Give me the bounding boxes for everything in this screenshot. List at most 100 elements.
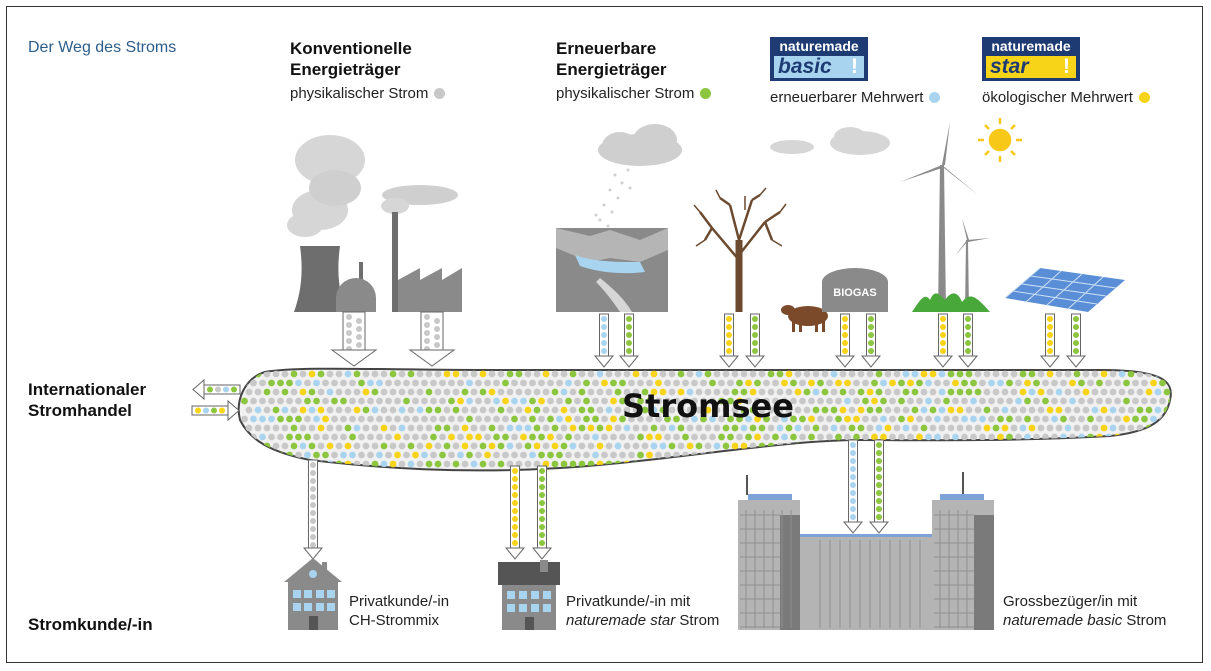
lake-dot xyxy=(371,442,379,450)
lake-dot xyxy=(857,406,865,414)
lake-dot xyxy=(479,460,487,468)
lake-dot xyxy=(1082,460,1090,468)
lake-dot xyxy=(416,460,424,468)
lake-dot xyxy=(493,379,500,387)
arrow-dot xyxy=(868,324,874,330)
lake-dot xyxy=(821,442,829,450)
lake-dot xyxy=(605,406,613,414)
lake-dot xyxy=(628,451,635,459)
lake-dot xyxy=(758,370,766,378)
lake-dot xyxy=(1150,379,1157,387)
lake-dot xyxy=(461,424,469,432)
lake-dot xyxy=(1033,451,1040,459)
lake-dot xyxy=(245,460,253,468)
lake-dot xyxy=(461,388,469,396)
lake-dot xyxy=(812,388,820,396)
arrow-dot xyxy=(940,348,946,354)
lake-dot xyxy=(614,388,622,396)
lake-dot xyxy=(790,451,797,459)
lake-dot xyxy=(736,433,743,441)
lake-dot xyxy=(961,433,968,441)
lake-dot xyxy=(380,460,388,468)
arrow-dot xyxy=(195,407,201,414)
lake-dot xyxy=(632,442,640,450)
lake-dot xyxy=(322,451,329,459)
lake-dot xyxy=(470,388,478,396)
lake-dot xyxy=(1087,397,1094,405)
lake-dot xyxy=(493,397,500,405)
badge-top-text: naturemade xyxy=(991,38,1071,54)
lake-dot xyxy=(952,451,959,459)
lake-dot xyxy=(907,379,914,387)
lake-dot xyxy=(713,424,721,432)
lake-dot xyxy=(830,388,838,396)
lake-dot xyxy=(1109,460,1117,468)
lake-dot xyxy=(529,415,536,423)
lake-dot xyxy=(475,433,482,441)
lake-dot xyxy=(1028,460,1036,468)
lake-dot xyxy=(1060,451,1067,459)
arrow-dot xyxy=(626,324,632,330)
arrow-dot xyxy=(539,484,545,490)
lake-dot xyxy=(466,397,473,405)
lake-dot xyxy=(758,424,766,432)
lake-dot xyxy=(754,397,761,405)
lake-dot xyxy=(641,442,649,450)
lake-dot xyxy=(1087,415,1094,423)
heading-line-1: Erneuerbare xyxy=(556,39,657,58)
lake-dot xyxy=(736,451,743,459)
lake-dot xyxy=(596,370,604,378)
lake-dot xyxy=(1118,370,1126,378)
lake-dot xyxy=(430,379,437,387)
lake-dot xyxy=(1150,397,1157,405)
lake-dot xyxy=(916,433,923,441)
arrow-dot xyxy=(1047,332,1053,338)
lake-dot xyxy=(466,433,473,441)
arrow-head xyxy=(504,547,526,560)
heading-line-1: Konventionelle xyxy=(290,39,412,58)
lake-dot xyxy=(407,370,415,378)
lake-dot xyxy=(677,424,685,432)
lake-dot xyxy=(1123,415,1130,423)
lake-dot xyxy=(479,424,487,432)
lake-dot xyxy=(362,406,370,414)
lake-dot xyxy=(1154,388,1162,396)
lake-dot xyxy=(1082,424,1090,432)
lake-dot xyxy=(830,424,838,432)
lake-dot xyxy=(713,460,721,468)
lake-dot xyxy=(1015,415,1022,423)
lake-dot xyxy=(965,424,973,432)
arrow-dot xyxy=(231,386,237,393)
lake-dot xyxy=(511,415,518,423)
lake-dot xyxy=(772,415,779,423)
lake-dot xyxy=(488,406,496,414)
arrow-dot xyxy=(310,502,316,508)
lake-dot xyxy=(952,379,959,387)
lake-dot xyxy=(677,460,685,468)
lake-dot xyxy=(1001,442,1009,450)
lake-dot xyxy=(502,415,509,423)
lake-dot xyxy=(830,442,838,450)
lake-dot xyxy=(817,397,824,405)
wind-turbine-icon xyxy=(900,122,990,312)
lake-dot xyxy=(1091,388,1099,396)
trade-line-1: Internationaler xyxy=(28,380,147,399)
lake-dot xyxy=(295,433,302,441)
lake-dot xyxy=(1105,397,1112,405)
lake-dot xyxy=(695,370,703,378)
arrow-dot xyxy=(940,316,946,322)
arrow-dot xyxy=(626,316,632,322)
lake-dot xyxy=(1019,406,1027,414)
lake-dot xyxy=(299,388,307,396)
lake-dot xyxy=(601,433,608,441)
lake-dot xyxy=(592,397,599,405)
arrow-dot xyxy=(223,386,229,393)
lake-dot xyxy=(655,397,662,405)
lake-dot xyxy=(686,460,694,468)
lake-dot xyxy=(709,379,716,387)
naturemade-star-logo: naturemade star! xyxy=(982,37,1080,81)
lake-dot xyxy=(547,433,554,441)
lake-dot xyxy=(1055,460,1063,468)
lake-dot xyxy=(322,415,329,423)
lake-dot xyxy=(326,388,334,396)
